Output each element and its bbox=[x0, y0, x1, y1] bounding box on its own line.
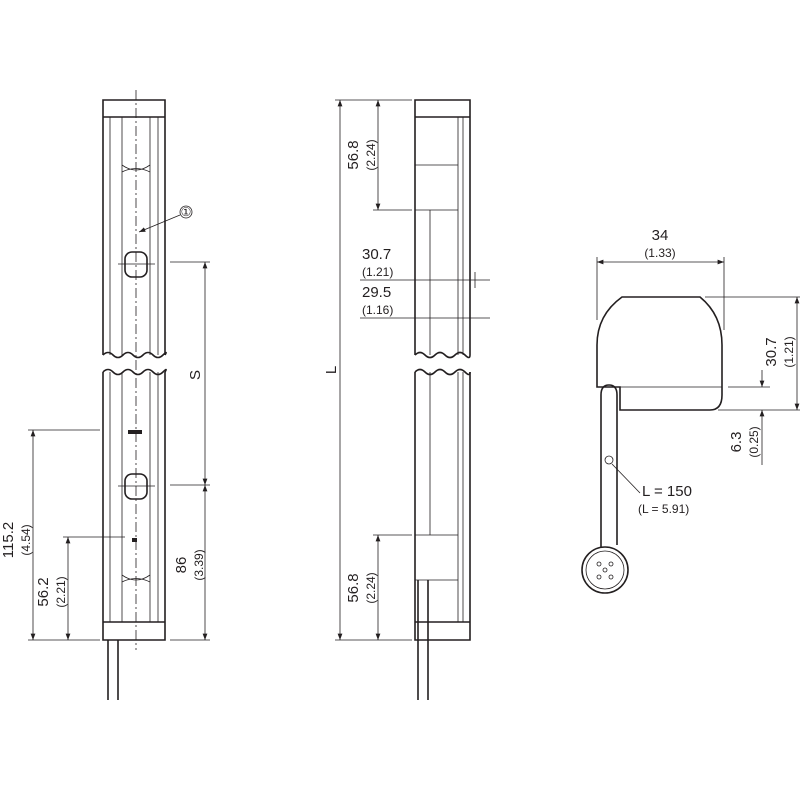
dim-115-in: (4.54) bbox=[19, 524, 33, 555]
side-view: L 56.8 (2.24) 30.7 (1.21) 29.5 (1.16) 56… bbox=[323, 99, 490, 700]
dim-30-7-in: (1.21) bbox=[362, 265, 393, 279]
dim-29-5-in: (1.16) bbox=[362, 303, 393, 317]
dim-56-2-in: (2.21) bbox=[54, 576, 68, 607]
callout-label: ① bbox=[181, 205, 192, 219]
dim-34: 34 bbox=[652, 227, 669, 244]
dim-s: S bbox=[187, 370, 204, 380]
dim-56-8-bottom-in: (2.24) bbox=[364, 572, 378, 603]
front-view: ① S 86 (3.39) 115.2 (4.54) 56.2 (2.21) bbox=[0, 90, 210, 700]
cable-length: L = 150 bbox=[642, 483, 692, 500]
dim-30-7: 30.7 bbox=[362, 246, 391, 263]
dim-115: 115.2 bbox=[0, 522, 17, 558]
end-view: L = 150 (L = 5.91) 34 (1.33) 30.7 (1.21)… bbox=[581, 227, 800, 594]
dim-30-7-end: 30.7 bbox=[763, 337, 780, 366]
dim-56-2: 56.2 bbox=[35, 577, 52, 606]
dim-29-5: 29.5 bbox=[362, 284, 391, 301]
cable-length-in: (L = 5.91) bbox=[638, 502, 689, 516]
dim-56-8-bottom: 56.8 bbox=[345, 573, 362, 602]
dim-6-3: 6.3 bbox=[728, 432, 745, 453]
dim-34-in: (1.33) bbox=[644, 246, 675, 260]
dim-30-7-end-in: (1.21) bbox=[782, 336, 796, 367]
dim-56-8-top: 56.8 bbox=[345, 140, 362, 169]
dim-86-in: (3.39) bbox=[192, 549, 206, 580]
dim-6-3-in: (0.25) bbox=[747, 426, 761, 457]
m8-connector bbox=[581, 546, 629, 594]
dim-86: 86 bbox=[173, 557, 190, 574]
dim-l: L bbox=[323, 366, 340, 374]
dim-56-8-top-in: (2.24) bbox=[364, 139, 378, 170]
